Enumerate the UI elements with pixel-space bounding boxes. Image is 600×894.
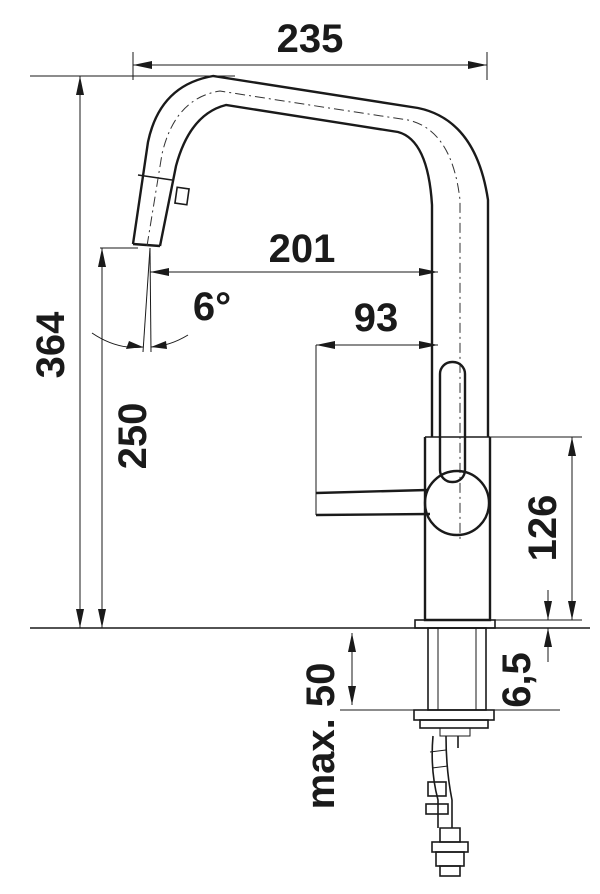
dimension-spout-reach: 201 [150,227,438,276]
faucet-spout [131,74,490,437]
dimension-lever-reach: 93 [315,296,438,515]
mounting-shank [413,627,495,748]
dimension-max-countertop: max. 50 [299,633,560,809]
label-spout-reach: 201 [269,227,336,271]
dimension-flange: 6,5 [490,590,582,708]
supply-hoses [425,735,469,877]
faucet-body [414,436,496,629]
dimension-spout-height: 250 [98,247,155,628]
dimension-overall-height: 364 [29,75,235,628]
label-spray-angle: 6° [193,285,231,329]
label-overall-height: 364 [29,311,73,378]
label-max-countertop: max. 50 [299,663,343,810]
dimension-body-height: 126 [488,436,582,620]
label-flange: 6,5 [495,652,539,708]
label-spout-height: 250 [111,403,155,470]
dimension-spray-angle: 6° [91,247,231,353]
spout-centerline [146,90,461,540]
label-overall-width: 235 [277,17,344,61]
label-body-height: 126 [521,495,565,562]
dimension-overall-width: 235 [132,17,488,80]
label-lever-reach: 93 [354,296,399,340]
lever-handle [315,360,491,537]
